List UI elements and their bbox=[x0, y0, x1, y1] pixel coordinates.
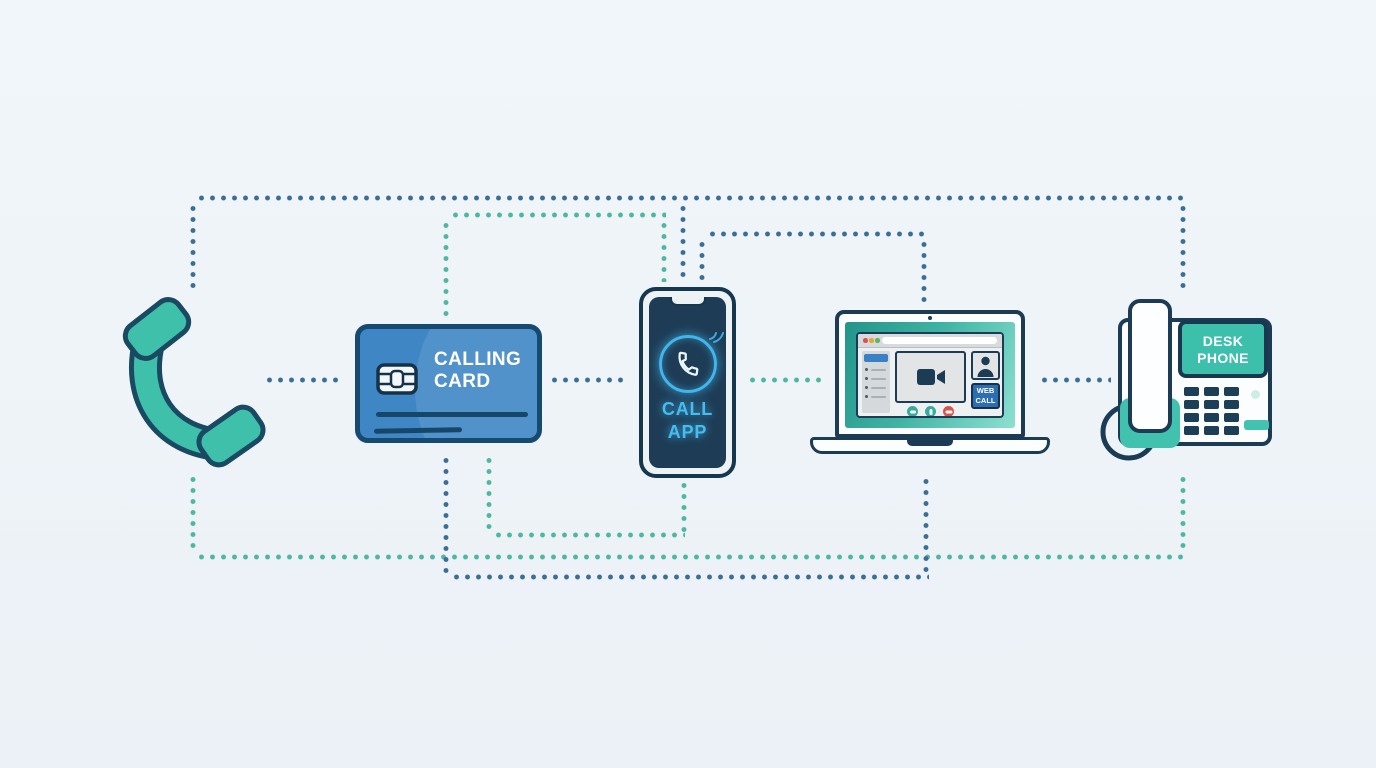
call-sidebar bbox=[862, 351, 890, 413]
connector-phone-laptop-mid bbox=[747, 377, 825, 383]
sim-chip-icon bbox=[376, 363, 418, 395]
call-app-label: CALL APP bbox=[649, 398, 726, 444]
desk-phone: DESK PHONE bbox=[1095, 294, 1280, 466]
window-close-icon bbox=[863, 338, 868, 343]
main-video-tile bbox=[895, 351, 966, 403]
connector-blue-laptop-bottom-vertical bbox=[923, 476, 929, 574]
signal-waves-icon bbox=[709, 332, 724, 343]
call-glyph-icon bbox=[677, 351, 698, 376]
keypad-icon bbox=[1184, 387, 1242, 435]
connector-blue-laptop-top-vertical bbox=[921, 239, 927, 307]
connector-laptop-deskphone-mid bbox=[1039, 377, 1111, 383]
connector-blue-top-phone-branch bbox=[680, 203, 686, 281]
connector-handset-card-mid bbox=[264, 377, 344, 383]
address-bar bbox=[882, 337, 997, 344]
laptop-bezel: WEB CALL bbox=[845, 322, 1015, 428]
connector-blue-top-left-vertical bbox=[190, 203, 196, 291]
calling-card: CALLING CARD bbox=[355, 324, 542, 443]
card-shine bbox=[415, 329, 537, 438]
status-light-icon bbox=[1251, 390, 1260, 399]
connector-teal-bottom-right-vertical bbox=[1180, 474, 1186, 554]
call-app-label-line2: APP bbox=[667, 422, 708, 442]
web-call-laptop: WEB CALL bbox=[810, 310, 1050, 462]
call-app-smartphone: CALL APP bbox=[639, 287, 736, 478]
connector-teal-phone-bottom-vertical bbox=[681, 480, 687, 532]
call-ring-icon bbox=[658, 335, 717, 393]
video-camera-icon bbox=[916, 369, 945, 385]
sidebar-list-item bbox=[865, 377, 887, 380]
browser-topbar bbox=[858, 334, 1002, 348]
desk-phone-label-line1: DESK bbox=[1202, 333, 1244, 349]
webcam-icon bbox=[928, 316, 932, 320]
participant-tile bbox=[971, 351, 1000, 380]
mute-button-icon bbox=[907, 406, 918, 416]
connector-blue-top-right-vertical bbox=[1180, 203, 1186, 293]
participant-icon bbox=[977, 356, 994, 377]
connector-teal-bottom-horizontal bbox=[196, 554, 1186, 560]
telephone-handset-icon bbox=[122, 297, 266, 468]
connector-teal-inner-bottom-horizontal bbox=[493, 532, 685, 538]
sidebar-list-item bbox=[865, 386, 887, 389]
mic-button-icon bbox=[925, 406, 936, 416]
function-button bbox=[1244, 420, 1269, 430]
desk-phone-label-line2: PHONE bbox=[1197, 350, 1249, 366]
web-call-badge-line2: CALL bbox=[975, 396, 996, 405]
laptop-screen: WEB CALL bbox=[835, 310, 1025, 438]
connector-teal-card-bottom-vertical bbox=[486, 455, 492, 531]
laptop-base-notch bbox=[907, 440, 953, 446]
connector-teal-phone-top-vertical bbox=[661, 220, 667, 282]
connector-card-phone-mid bbox=[549, 377, 628, 383]
web-call-badge-line1: WEB bbox=[976, 386, 995, 395]
window-minimize-icon bbox=[869, 338, 874, 343]
connector-blue-card-bottom-vertical bbox=[443, 455, 449, 573]
window-maximize-icon bbox=[875, 338, 880, 343]
calling-card-label-line2: CARD bbox=[434, 371, 491, 392]
connector-blue-top-horizontal bbox=[196, 195, 1186, 201]
connector-blue-phone-top-vertical bbox=[699, 239, 705, 283]
end-call-button-icon bbox=[943, 406, 954, 416]
call-app-label-line1: CALL bbox=[661, 399, 714, 419]
connector-teal-bottom-left-vertical bbox=[190, 474, 196, 554]
laptop-base bbox=[810, 437, 1050, 454]
smartphone-screen: CALL APP bbox=[649, 297, 726, 468]
connector-blue-inner-top-horizontal bbox=[707, 231, 927, 237]
smartphone-notch bbox=[669, 297, 706, 306]
calling-card-label-line1: CALLING bbox=[434, 349, 522, 370]
sidebar-list-item bbox=[865, 368, 887, 371]
desk-phone-screen: DESK PHONE bbox=[1178, 320, 1268, 378]
desk-phone-handset bbox=[1128, 299, 1172, 433]
web-call-badge: WEB CALL bbox=[971, 383, 1000, 409]
video-call-window: WEB CALL bbox=[856, 332, 1004, 418]
sidebar-selected-item bbox=[864, 354, 888, 362]
call-controls bbox=[895, 406, 966, 416]
calling-card-label: CALLING CARD bbox=[434, 349, 521, 393]
connector-teal-top-horizontal bbox=[450, 212, 666, 218]
card-number-bar bbox=[376, 412, 528, 417]
connector-teal-card-top-vertical bbox=[443, 220, 449, 320]
connector-blue-bottom-horizontal bbox=[451, 574, 929, 580]
sidebar-list-item bbox=[865, 395, 887, 398]
